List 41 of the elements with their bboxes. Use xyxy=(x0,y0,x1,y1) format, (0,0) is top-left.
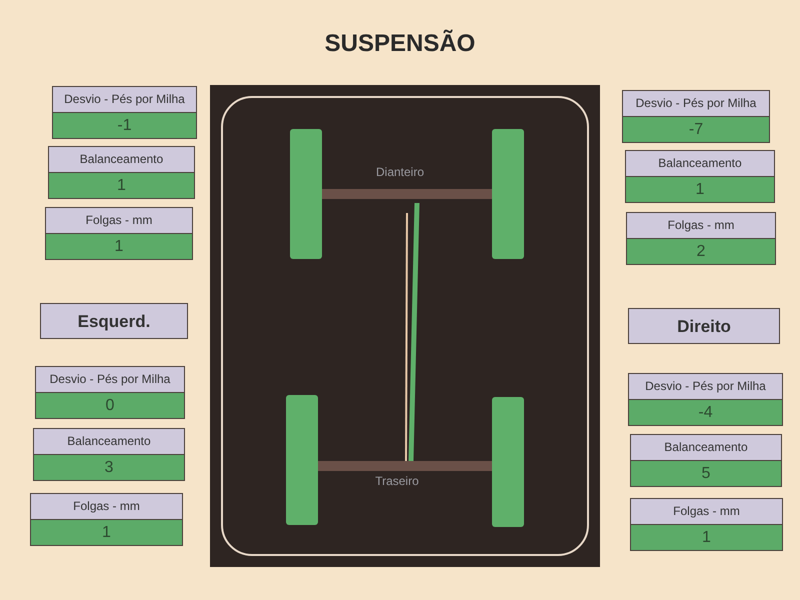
field-value: 2 xyxy=(627,239,775,264)
readout-panel xyxy=(630,498,783,551)
axle-label: Dianteiro xyxy=(374,165,426,179)
field-label: Balanceamento xyxy=(34,429,184,455)
field-label: Desvio - Pés por Milha xyxy=(623,91,769,117)
field-label: Desvio - Pés por Milha xyxy=(53,87,196,113)
field-value: 1 xyxy=(631,525,782,550)
page-title: SUSPENSÃO xyxy=(324,30,476,58)
readout-panel xyxy=(630,434,782,487)
readout-panel xyxy=(622,90,770,143)
field-value: -1 xyxy=(53,113,196,138)
field-value: 1 xyxy=(626,177,774,202)
readout-panel xyxy=(628,373,783,426)
field-value: -4 xyxy=(629,400,782,425)
field-value: 5 xyxy=(631,461,781,486)
field-label: Folgas - mm xyxy=(631,499,782,525)
readout-panel xyxy=(48,146,195,199)
field-label: Desvio - Pés por Milha xyxy=(629,374,782,400)
field-label: Folgas - mm xyxy=(627,213,775,239)
field-value: 1 xyxy=(31,520,182,545)
field-value: 1 xyxy=(49,173,194,198)
field-label: Desvio - Pés por Milha xyxy=(36,367,184,393)
field-value: 0 xyxy=(36,393,184,418)
readout-panel xyxy=(625,150,775,203)
field-label: Folgas - mm xyxy=(31,494,182,520)
readout-panel xyxy=(45,207,193,260)
readout-panel xyxy=(33,428,185,481)
readout-panel xyxy=(52,86,197,139)
side-heading: Direito xyxy=(628,308,780,344)
side-heading: Esquerd. xyxy=(40,303,188,339)
field-label: Balanceamento xyxy=(49,147,194,173)
readout-panel xyxy=(30,493,183,546)
readout-panel xyxy=(626,212,776,265)
readout-panel xyxy=(35,366,185,419)
field-value: 3 xyxy=(34,455,184,480)
field-label: Balanceamento xyxy=(631,435,781,461)
field-label: Folgas - mm xyxy=(46,208,192,234)
field-value: -7 xyxy=(623,117,769,142)
field-label: Balanceamento xyxy=(626,151,774,177)
field-value: 1 xyxy=(46,234,192,259)
axle-label: Traseiro xyxy=(374,474,420,488)
